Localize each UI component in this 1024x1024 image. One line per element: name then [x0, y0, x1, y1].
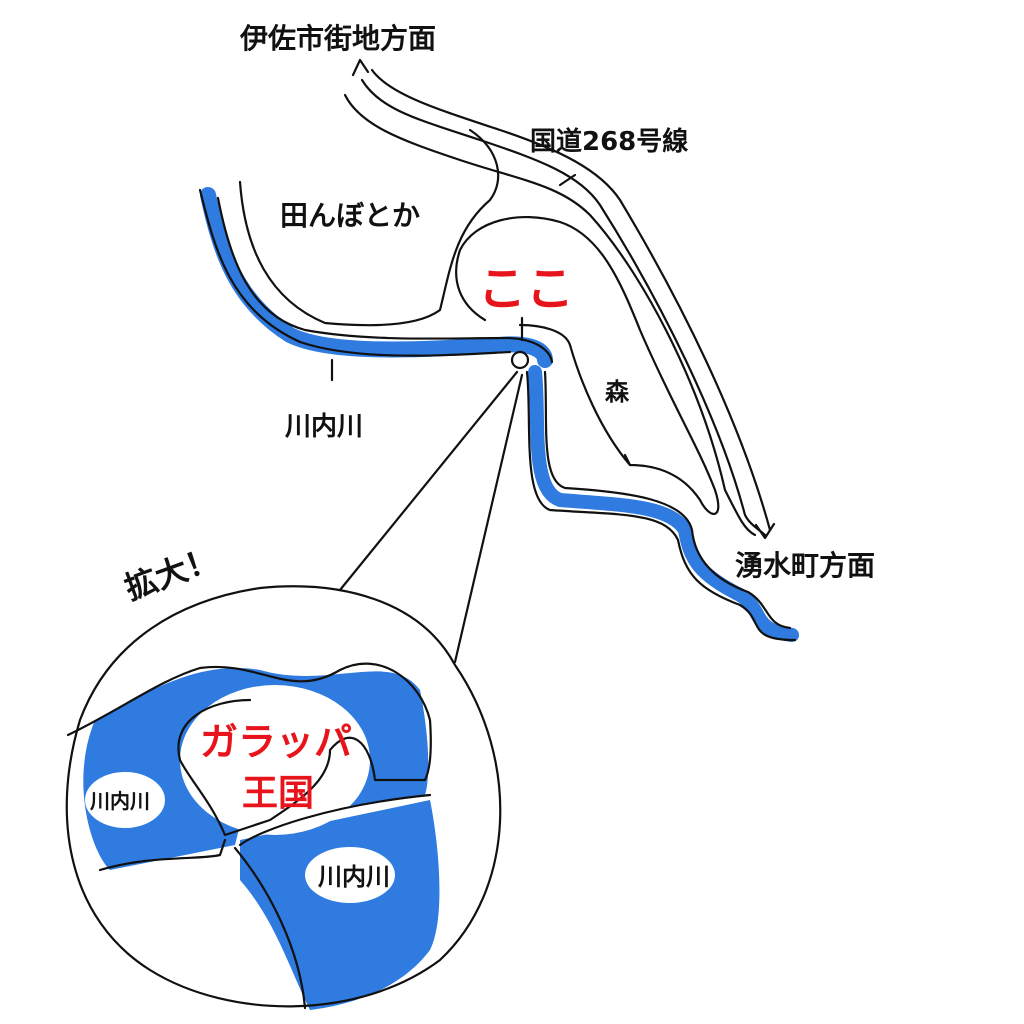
- river-sendai: [198, 187, 799, 642]
- label-zoom: 拡大！: [120, 539, 223, 608]
- label-inset-river-left: 川内川: [89, 789, 150, 813]
- label-isa-direction: 伊佐市街地方面: [239, 22, 436, 55]
- label-rice-fields: 田んぼとか: [280, 199, 420, 232]
- inset-zoom: [65, 585, 502, 1010]
- label-forest: 森: [605, 378, 630, 406]
- label-inset-river-right: 川内川: [318, 863, 390, 891]
- island-boundary: [455, 215, 720, 515]
- label-route-268: 国道268号線: [530, 126, 688, 157]
- label-kingdom: 王国: [242, 773, 314, 814]
- field-boundary: [238, 128, 500, 327]
- label-river: 川内川: [285, 412, 363, 442]
- label-here: ここ: [478, 261, 574, 317]
- national-route-268: [343, 58, 776, 540]
- label-garappa: ガラッパ: [200, 720, 352, 764]
- zoom-lines: [338, 370, 524, 664]
- label-yusui-direction: 湧水町方面: [735, 549, 875, 582]
